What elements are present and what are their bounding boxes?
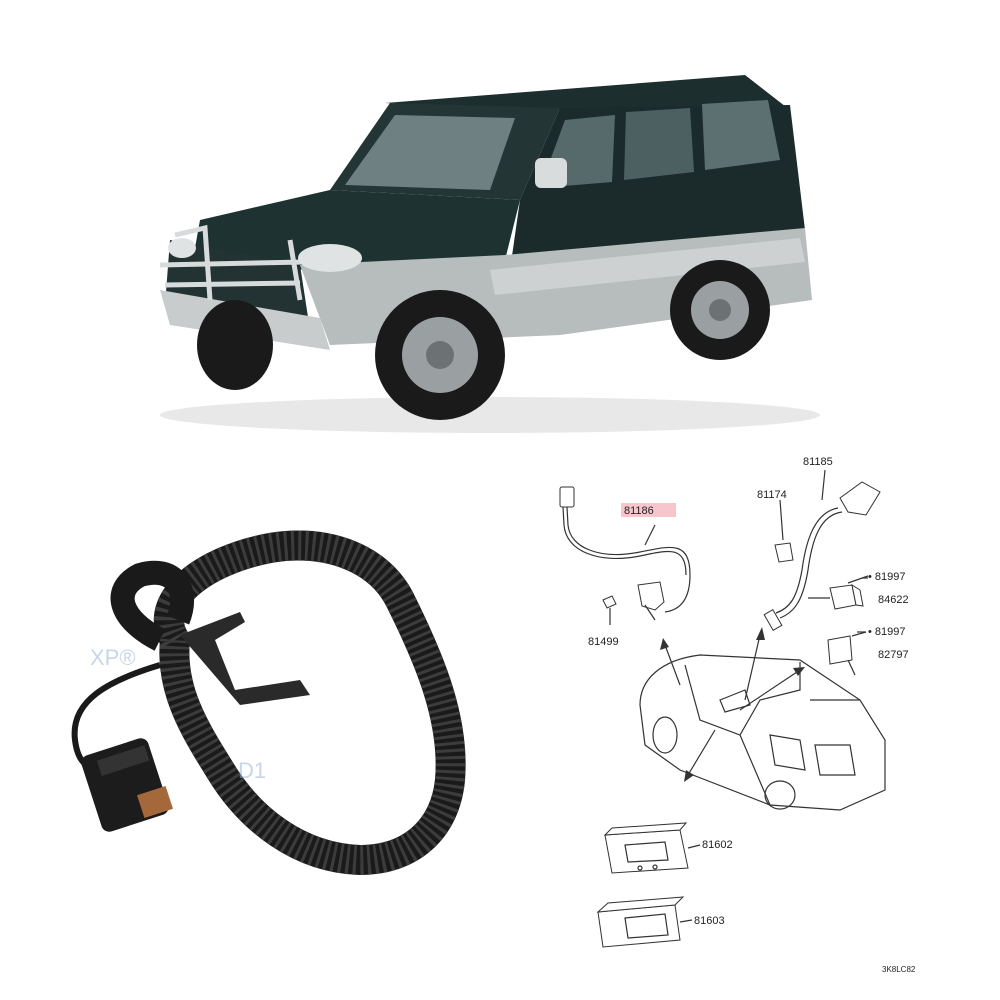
suv-hood <box>195 190 520 270</box>
label-81185: 81185 <box>803 456 833 468</box>
part-82797-drawing <box>827 631 866 676</box>
suv-wheel-front <box>375 290 505 420</box>
suv-window-quarter <box>702 100 780 170</box>
suv-headlight <box>298 244 362 272</box>
label-81499: 81499 <box>588 636 619 648</box>
diagram-arrows <box>660 627 805 782</box>
part-81602-drawing <box>603 822 689 874</box>
label-highlight <box>621 503 676 517</box>
suv-grille-guard <box>159 224 306 301</box>
vehicle-outline <box>639 654 886 811</box>
label-81603: 81603 <box>694 915 725 927</box>
part-81185-drawing <box>763 469 881 631</box>
coiled-cable-photo <box>71 530 466 876</box>
suv-mirror <box>535 158 567 188</box>
suv-stripe <box>490 238 805 295</box>
suv-headlight-left <box>168 238 196 258</box>
parts-diagram: 81185 81174 81186 • 81997 84622 81499 • … <box>559 456 916 974</box>
part-81174-drawing <box>774 499 794 563</box>
label-81997-a: • 81997 <box>868 571 906 583</box>
label-81602: 81602 <box>702 839 733 851</box>
cable-coil-ridges <box>153 530 466 876</box>
connector <box>81 738 173 832</box>
suv-windshield <box>345 115 515 190</box>
part-84622-drawing <box>829 577 868 610</box>
suv-wheel-hidden <box>197 300 273 390</box>
part-81186-drawing <box>559 486 691 621</box>
label-81174: 81174 <box>757 489 787 501</box>
watermark-left: XP® <box>90 645 136 670</box>
label-84622: 84622 <box>878 594 909 606</box>
suv-roof <box>385 75 790 110</box>
label-81186: 81186 <box>624 505 654 517</box>
mounting-bracket <box>180 612 310 705</box>
cable-coil <box>153 530 466 876</box>
suv-shadow <box>160 397 820 433</box>
label-82797: 82797 <box>878 649 909 661</box>
suv-photo <box>159 75 820 433</box>
diagram-code: 3K8LC82 <box>882 965 916 974</box>
suv-wheel-rear <box>670 260 770 360</box>
cable-coil-end <box>110 560 195 651</box>
suv-window-rear <box>624 108 694 180</box>
label-81997-b: • 81997 <box>868 626 906 638</box>
watermark-right: D1 <box>238 758 266 783</box>
part-81603-drawing <box>596 896 685 948</box>
part-81499-drawing <box>602 595 617 625</box>
leader-lines <box>679 575 869 923</box>
